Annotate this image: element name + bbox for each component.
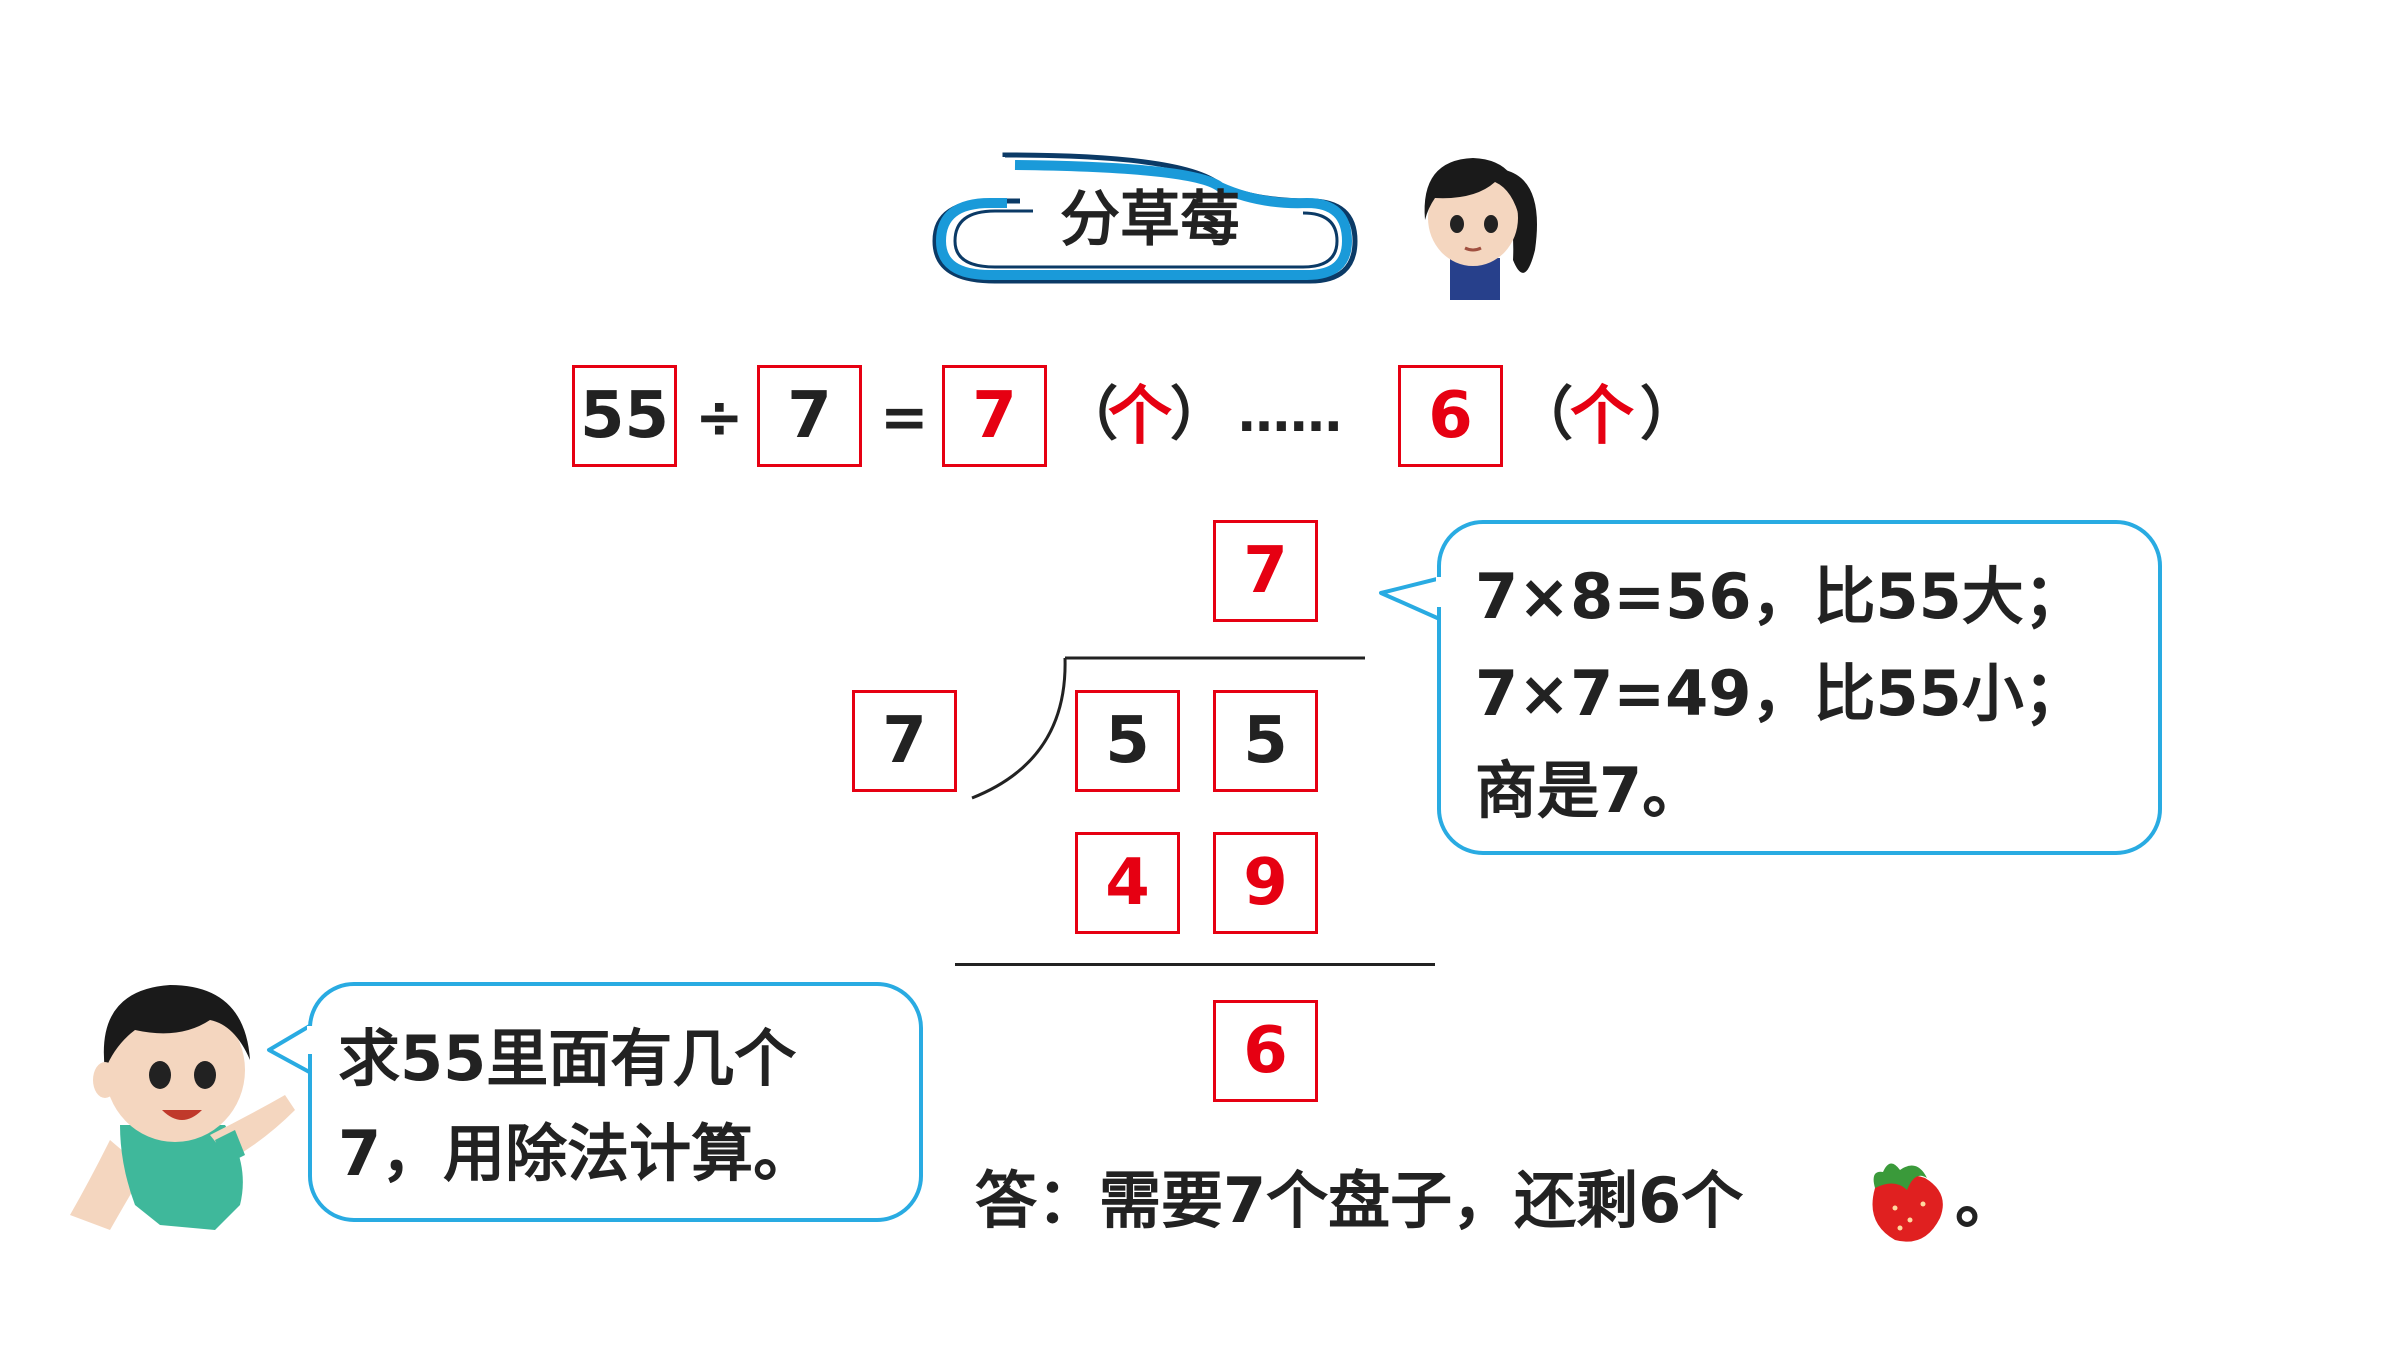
- answer-text: 答：需要7个盘子，还剩6个: [975, 1164, 1744, 1237]
- long-division-divisor-box: 7: [852, 690, 957, 792]
- product-tens-box: 4: [1075, 832, 1180, 934]
- boy-icon: [50, 965, 300, 1250]
- division-sign: ÷: [695, 383, 744, 451]
- unit-close-1: ）: [1170, 380, 1229, 448]
- title-banner-shape: [932, 152, 1358, 284]
- hint-line-1: 7×8=56，比55大；: [1475, 560, 2086, 633]
- boy-bubble: [308, 982, 923, 1222]
- hint-bubble: [1437, 520, 2162, 855]
- hint-bubble-tail-cover: [1436, 577, 1446, 607]
- page-title: 分草莓: [1060, 185, 1240, 255]
- equals-sign: =: [880, 383, 929, 451]
- answer-end: 。: [1955, 1164, 2018, 1237]
- ellipsis: ……: [1238, 384, 1342, 444]
- strawberry-icon: [1855, 1148, 1955, 1248]
- long-division-quotient-box: 7: [1213, 520, 1318, 622]
- unit-open-2: （: [1515, 380, 1574, 448]
- unit-close-2: ）: [1640, 380, 1699, 448]
- boy-bubble-tail-cover: [307, 1026, 317, 1054]
- hint-line-3: 商是7。: [1475, 754, 1705, 827]
- equation-quotient-box: 7: [942, 365, 1047, 467]
- product-ones-box: 9: [1213, 832, 1318, 934]
- girl-icon: [1395, 140, 1550, 300]
- hint-line-2: 7×7=49，比55小；: [1475, 657, 2086, 730]
- equation-divisor-box: 7: [757, 365, 862, 467]
- title-banner: [915, 145, 1360, 295]
- boy-line-1: 求55里面有几个: [338, 1022, 797, 1095]
- hint-bubble-tail: [1375, 555, 1455, 655]
- dividend-tens-box: 5: [1075, 690, 1180, 792]
- dividend-ones-box: 5: [1213, 690, 1318, 792]
- equation-dividend-box: 55: [572, 365, 677, 467]
- unit-open-1: （: [1060, 380, 1119, 448]
- boy-line-2: 7，用除法计算。: [338, 1117, 816, 1190]
- unit-1: 个: [1108, 380, 1172, 454]
- unit-2: 个: [1570, 380, 1634, 454]
- subtraction-line: [955, 963, 1435, 966]
- equation-remainder-box: 6: [1398, 365, 1503, 467]
- division-bracket: [960, 650, 1370, 805]
- long-division-remainder-box: 6: [1213, 1000, 1318, 1102]
- boy-bubble-tail: [265, 1010, 315, 1090]
